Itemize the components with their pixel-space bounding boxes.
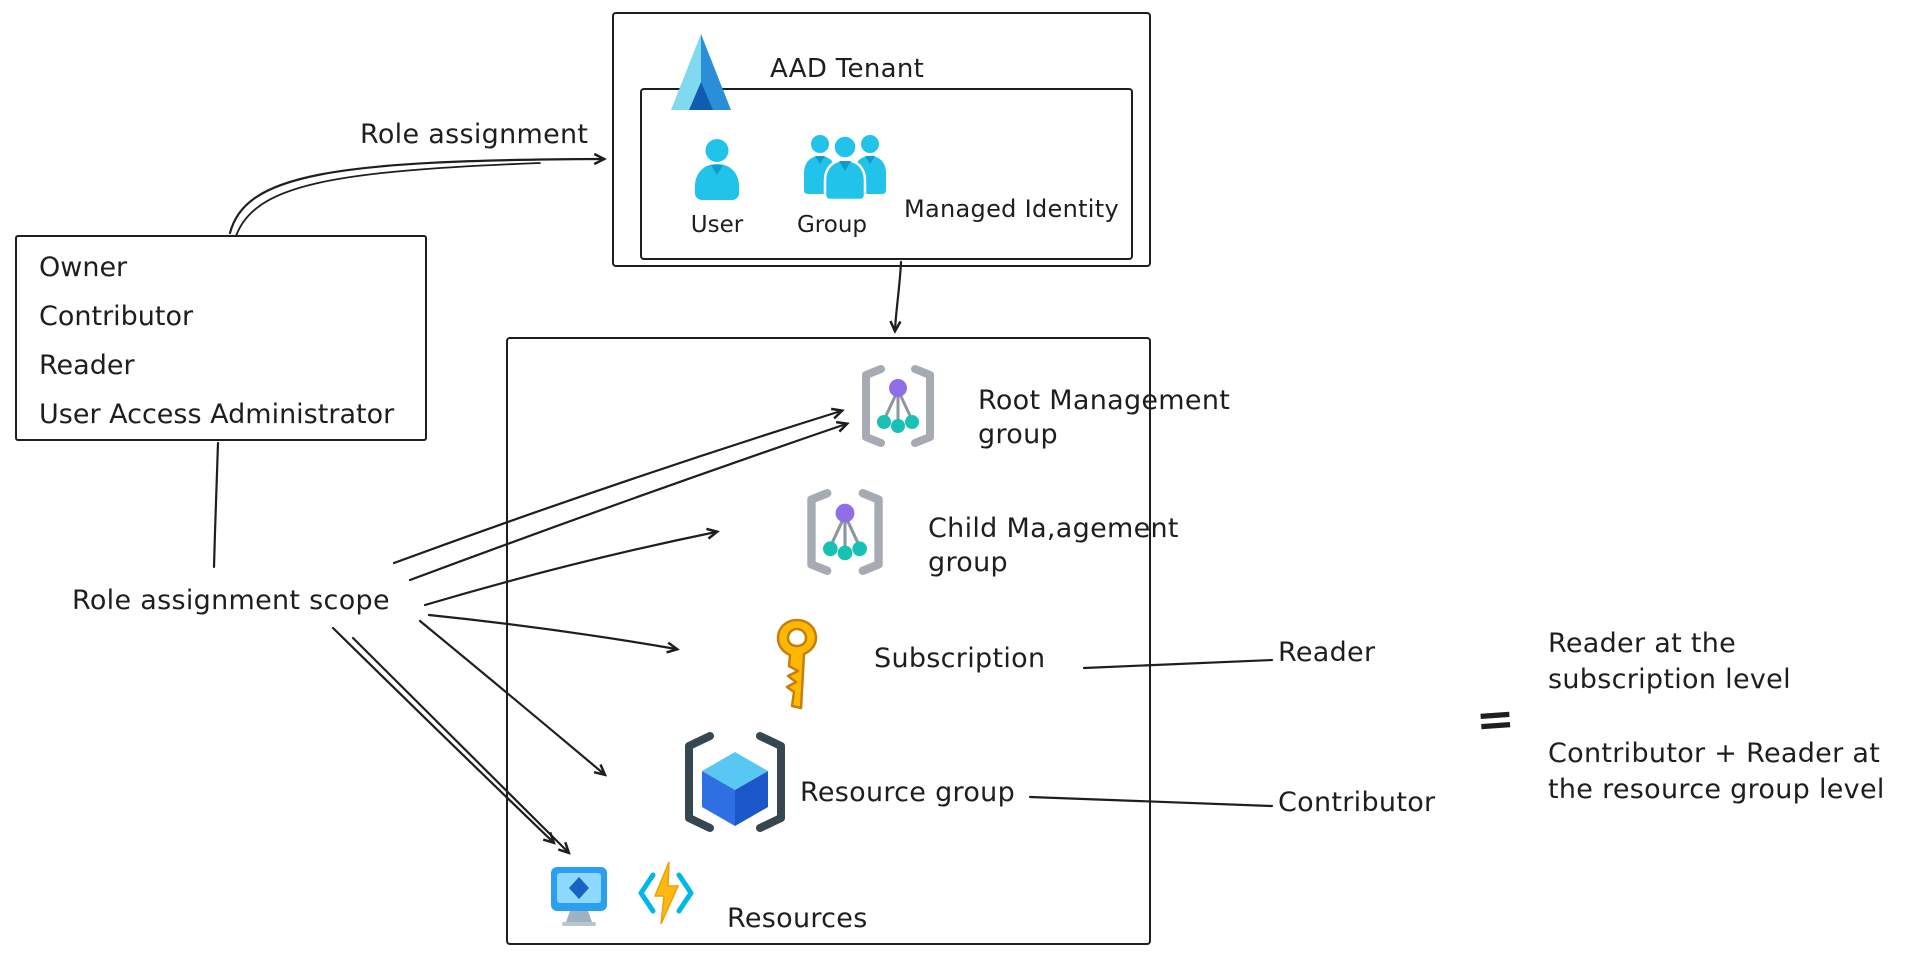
resources-label: Resources [727,903,868,934]
reader-assignment-label: Reader [1278,637,1376,668]
tenant-to-scope-arrow [895,260,903,330]
contributor-assignment-label: Contributor [1278,787,1436,818]
child-management-group-icon [802,488,888,580]
subscription-key-icon [770,616,824,716]
role-assignment-label: Role assignment [360,119,589,150]
scope-stem-line [212,441,220,569]
group-icon [798,130,892,204]
aad-tenant-title: AAD Tenant [770,54,925,84]
roles-box: Owner Contributor Reader User Access Adm… [15,235,427,441]
role-assignment-arrow [228,159,603,235]
user-icon [692,138,742,204]
role-user-access-admin: User Access Administrator [39,399,395,430]
aad-pyramid-icon [665,30,737,120]
root-management-group-label: Root Management group [978,385,1231,450]
aad-identities-inner-box [640,88,1133,260]
summary-reader-text: Reader at the subscription level [1548,628,1791,695]
role-assignment-scope-label: Role assignment scope [72,585,390,616]
group-label: Group [796,212,868,238]
monitor-icon [550,866,608,932]
resource-group-cube-icon [676,730,794,838]
summary-contributor-text: Contributor + Reader at the resource gro… [1548,738,1885,805]
aad-tenant-box [612,12,1151,267]
resource-group-label: Resource group [800,777,1016,808]
managed-identity-label: Managed Identity [904,195,1119,223]
child-management-group-label: Child Ma,agement group [928,513,1179,578]
subscription-label: Subscription [874,643,1046,674]
root-management-group-icon [857,364,939,452]
role-reader: Reader [39,350,135,381]
equals-sign: = [1474,690,1517,748]
function-lightning-icon [638,860,694,930]
role-owner: Owner [39,252,128,283]
role-contributor: Contributor [39,301,194,332]
role-assignment-arrow-sketch [235,162,541,237]
user-label: User [690,212,744,238]
